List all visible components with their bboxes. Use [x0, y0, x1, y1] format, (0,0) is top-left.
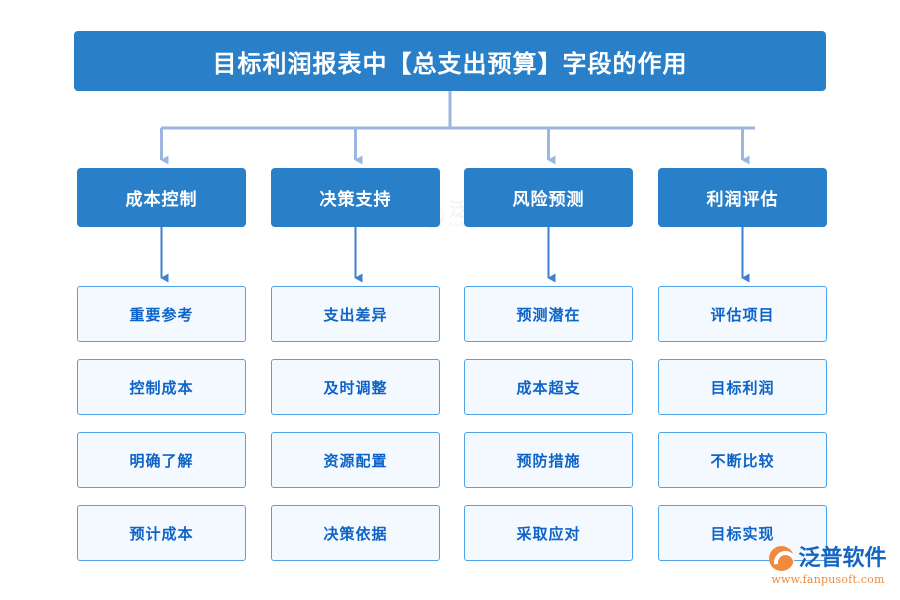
branch-head-3[interactable]: 利润评估 — [658, 168, 827, 227]
leaf-item[interactable]: 明确了解 — [77, 432, 246, 488]
leaf-item[interactable]: 目标利润 — [658, 359, 827, 415]
leaf-item[interactable]: 评估项目 — [658, 286, 827, 342]
branch-items-1: 支出差异 及时调整 资源配置 决策依据 — [271, 286, 440, 561]
branch-column-2: 风险预测 预测潜在 成本超支 预防措施 采取应对 — [464, 168, 633, 561]
branch-items-0: 重要参考 控制成本 明确了解 预计成本 — [77, 286, 246, 561]
leaf-label: 成本超支 — [516, 378, 581, 397]
leaf-item[interactable]: 目标实现 — [658, 505, 827, 561]
leaf-item[interactable]: 采取应对 — [464, 505, 633, 561]
leaf-item[interactable]: 预测潜在 — [464, 286, 633, 342]
branch-head-2[interactable]: 风险预测 — [464, 168, 633, 227]
branch-head-0[interactable]: 成本控制 — [77, 168, 246, 227]
leaf-item[interactable]: 控制成本 — [77, 359, 246, 415]
brand-url: www.fanpusoft.com — [771, 573, 885, 586]
connector-bus-drops — [160, 128, 750, 165]
fanpu-logo-icon — [769, 546, 795, 571]
leaf-label: 及时调整 — [323, 378, 388, 397]
leaf-label: 重要参考 — [129, 305, 194, 324]
leaf-item[interactable]: 及时调整 — [271, 359, 440, 415]
branch-head-label: 利润评估 — [706, 190, 779, 210]
leaf-label: 控制成本 — [129, 378, 194, 397]
leaf-item[interactable]: 决策依据 — [271, 505, 440, 561]
branch-head-label: 风险预测 — [512, 190, 585, 210]
branch-head-1[interactable]: 决策支持 — [271, 168, 440, 227]
leaf-label: 评估项目 — [710, 305, 775, 324]
leaf-item[interactable]: 预防措施 — [464, 432, 633, 488]
branch-column-0: 成本控制 重要参考 控制成本 明确了解 预计成本 — [77, 168, 246, 561]
brand-name: 泛普软件 — [798, 545, 887, 571]
brand-logo: 泛普软件 www.fanpusoft.com — [762, 546, 894, 592]
leaf-label: 预测潜在 — [516, 305, 581, 324]
leaf-item[interactable]: 支出差异 — [271, 286, 440, 342]
branch-column-1: 决策支持 支出差异 及时调整 资源配置 决策依据 — [271, 168, 440, 561]
branch-column-3: 利润评估 评估项目 目标利润 不断比较 目标实现 — [658, 168, 827, 561]
page-title: 目标利润报表中【总支出预算】字段的作用 — [212, 49, 688, 78]
leaf-label: 支出差异 — [323, 305, 388, 324]
leaf-label: 采取应对 — [516, 524, 581, 543]
leaf-label: 目标利润 — [710, 378, 775, 397]
branch-items-3: 评估项目 目标利润 不断比较 目标实现 — [658, 286, 827, 561]
branch-items-2: 预测潜在 成本超支 预防措施 采取应对 — [464, 286, 633, 561]
leaf-label: 不断比较 — [710, 451, 775, 470]
leaf-label: 资源配置 — [323, 451, 388, 470]
leaf-label: 预计成本 — [129, 524, 194, 543]
leaf-label: 预防措施 — [516, 451, 581, 470]
branch-head-label: 决策支持 — [319, 190, 392, 210]
leaf-item[interactable]: 不断比较 — [658, 432, 827, 488]
leaf-label: 决策依据 — [323, 524, 388, 543]
branch-head-label: 成本控制 — [125, 190, 198, 210]
connector-head-to-leaf — [160, 227, 750, 283]
connector-title-stem — [161, 91, 755, 130]
leaf-item[interactable]: 重要参考 — [77, 286, 246, 342]
leaf-item[interactable]: 资源配置 — [271, 432, 440, 488]
leaf-label: 明确了解 — [129, 451, 194, 470]
leaf-item[interactable]: 预计成本 — [77, 505, 246, 561]
leaf-label: 目标实现 — [710, 524, 775, 543]
leaf-item[interactable]: 成本超支 — [464, 359, 633, 415]
diagram-title-box: 目标利润报表中【总支出预算】字段的作用 — [74, 31, 826, 91]
